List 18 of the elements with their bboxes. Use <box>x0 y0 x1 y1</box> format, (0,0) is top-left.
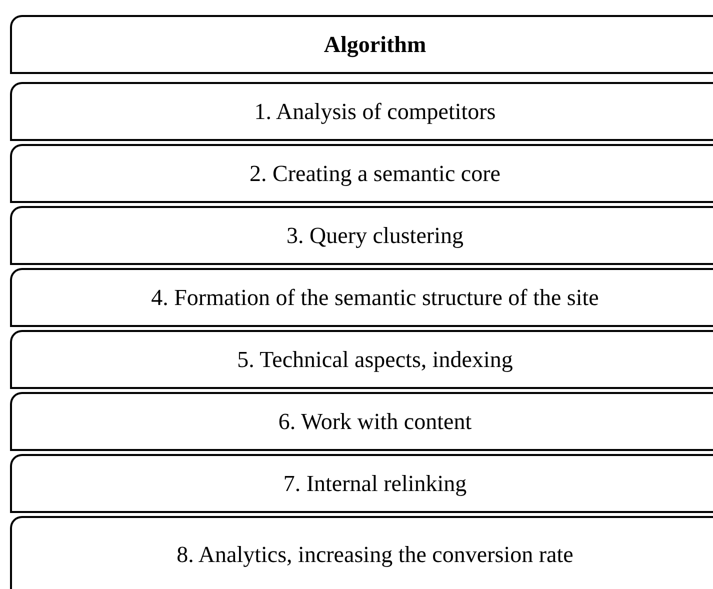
step-box <box>10 82 713 141</box>
step-text: 1. Analysis of competitors <box>254 98 496 124</box>
heading-text: Algorithm <box>324 32 426 58</box>
step-text: 3. Query clustering <box>286 222 464 248</box>
step-text: 2. Creating a semantic core <box>250 160 500 186</box>
header-box <box>10 15 713 74</box>
step-box <box>10 268 713 327</box>
step-text: 6. Work with content <box>278 408 472 434</box>
step-box <box>10 454 713 513</box>
step-box <box>10 330 713 389</box>
step-text: 4. Formation of the semantic structure of the site <box>151 284 599 310</box>
step-box <box>10 516 713 589</box>
step-box <box>10 144 713 203</box>
step-text: 8. Analytics, increasing the conversion rate <box>176 542 574 568</box>
step-text: 7. Internal relinking <box>283 470 467 496</box>
step-box <box>10 392 713 451</box>
step-box <box>10 206 713 265</box>
step-text: 5. Technical aspects, indexing <box>237 346 513 372</box>
